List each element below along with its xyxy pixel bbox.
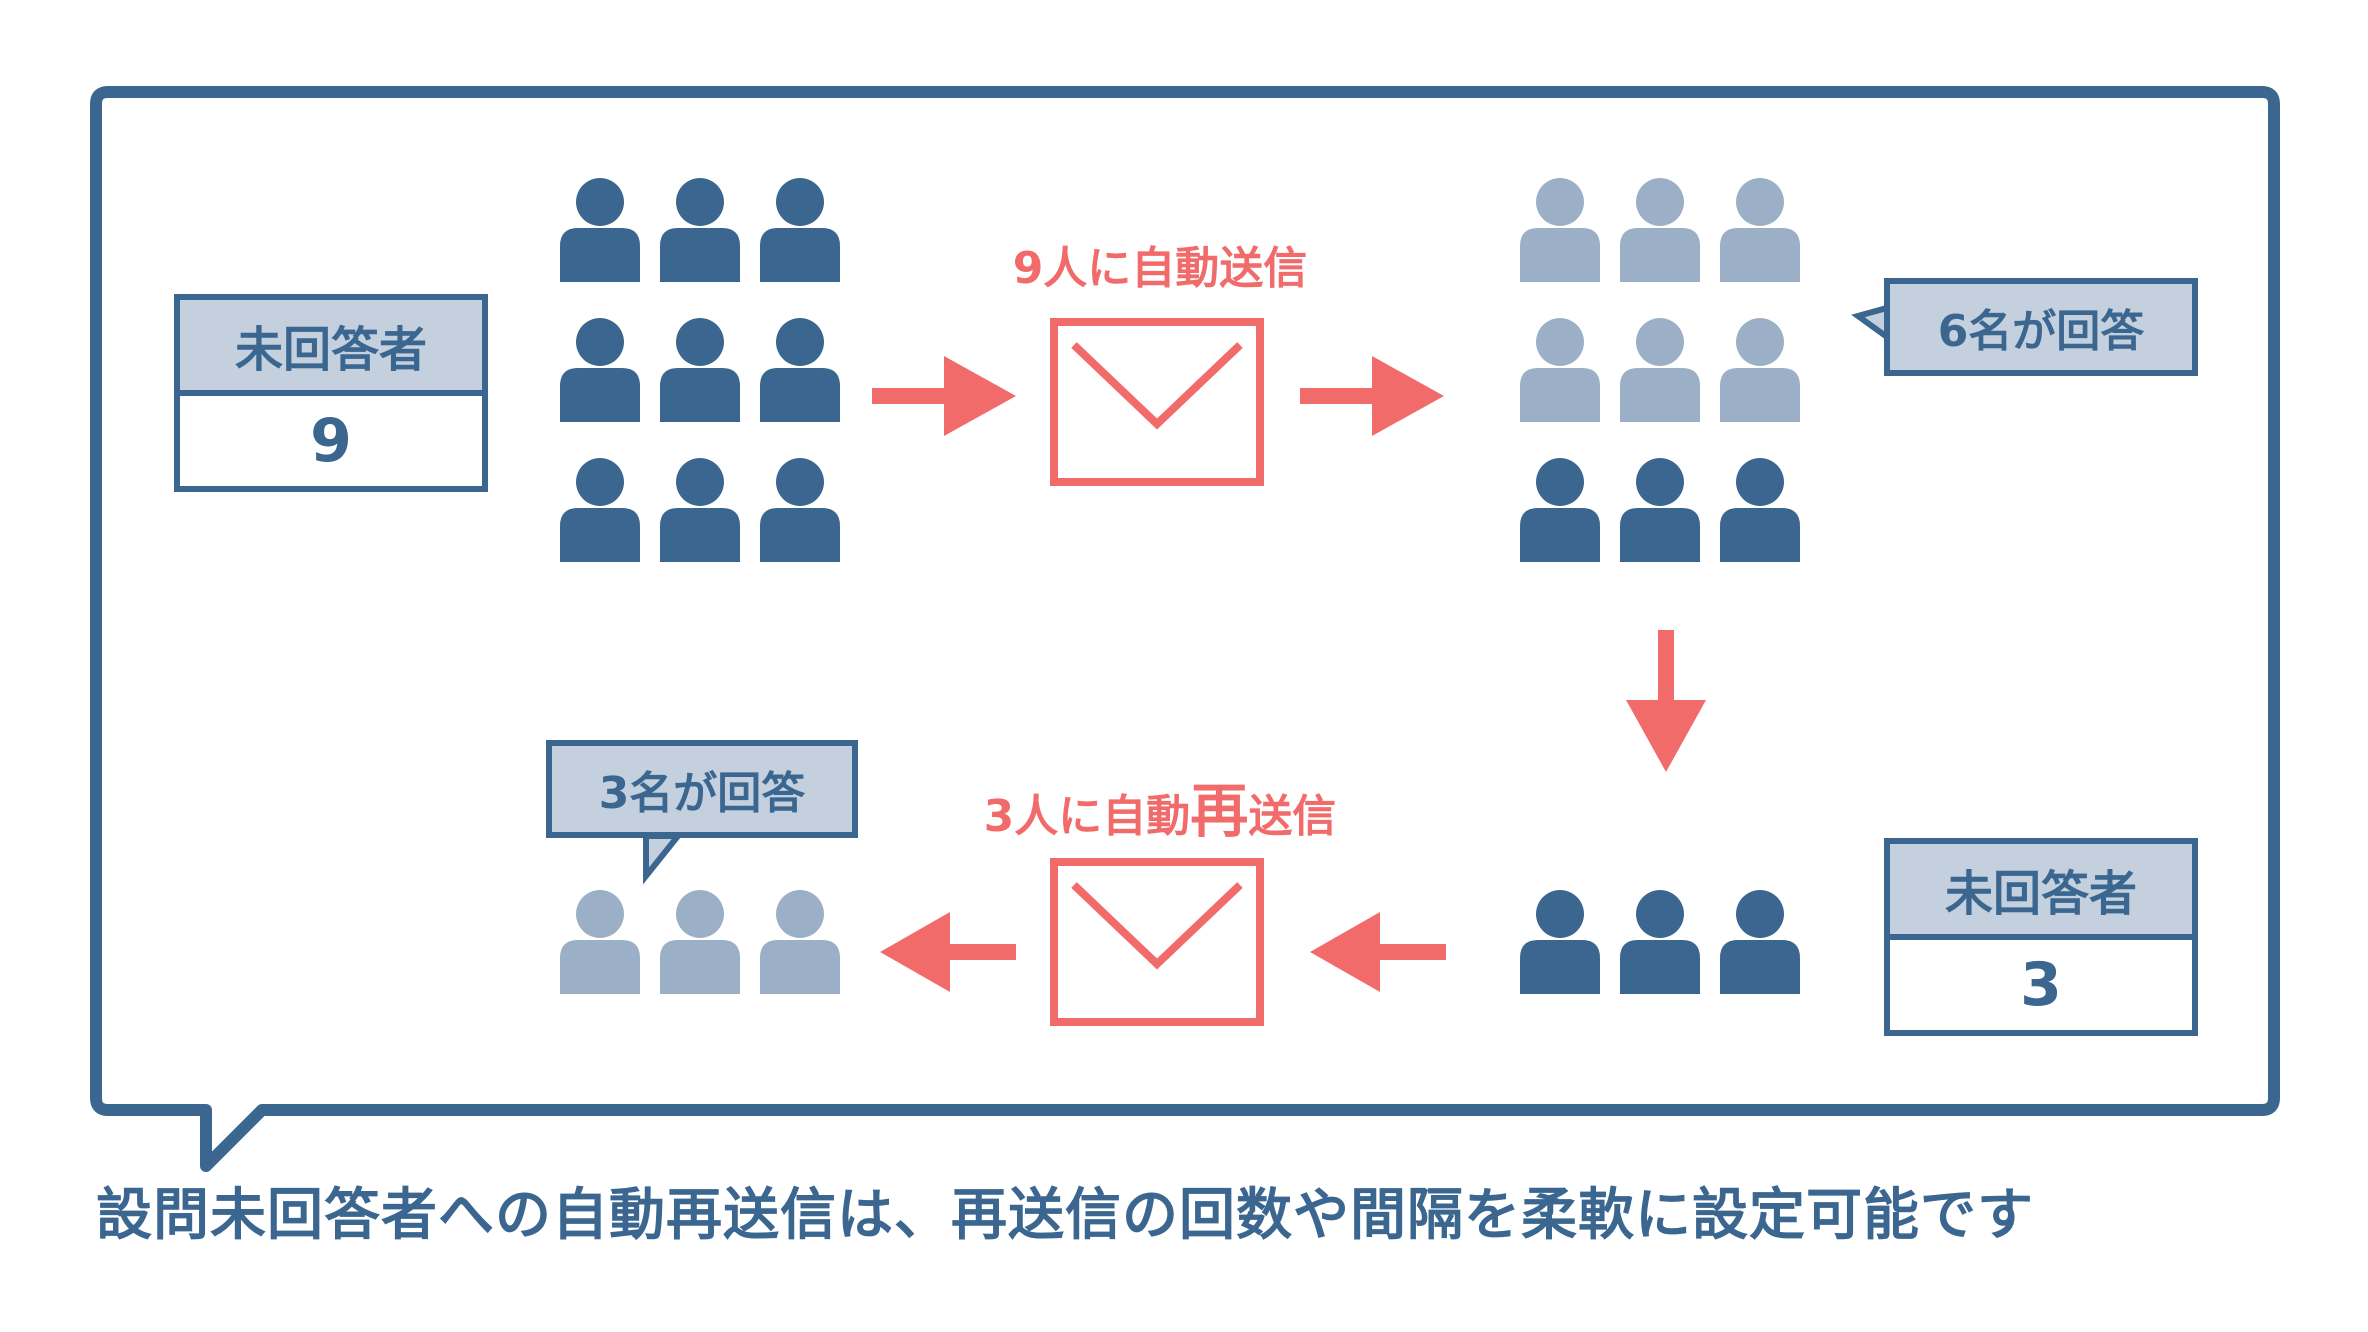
caption-text: 設問未回答者への自動再送信は、再送信の回数や間隔を柔軟に設定可能です bbox=[96, 1183, 2034, 1248]
people-row-answered-3 bbox=[560, 890, 840, 994]
arrow-right-icon bbox=[1300, 356, 1444, 436]
speech-frame bbox=[90, 86, 2280, 1172]
answered-bubble-6: 6名が回答 bbox=[1884, 278, 2198, 376]
unanswered-count-box-2: 未回答者 3 bbox=[1884, 838, 2198, 1036]
arrow-right-icon bbox=[872, 356, 1016, 436]
people-grid-unanswered-9 bbox=[560, 178, 840, 562]
auto-resend-label: 3人に自動再送信 bbox=[950, 764, 1370, 848]
envelope-icon bbox=[1050, 858, 1264, 1026]
auto-resend-label-emphasis: 再 bbox=[1190, 777, 1249, 845]
unanswered-count-box: 未回答者 9 bbox=[174, 294, 488, 492]
auto-resend-label-before: 3人に自動 bbox=[983, 791, 1191, 842]
arrow-down-icon bbox=[1626, 630, 1706, 772]
arrow-left-icon bbox=[880, 912, 1016, 992]
arrow-left-icon bbox=[1310, 912, 1446, 992]
answered-bubble-3: 3名が回答 bbox=[546, 740, 858, 838]
unanswered-value: 9 bbox=[310, 406, 352, 476]
people-row-unanswered-3 bbox=[1520, 890, 1800, 994]
auto-send-label: 9人に自動送信 bbox=[1012, 243, 1308, 294]
unanswered-header: 未回答者 bbox=[180, 300, 482, 396]
auto-resend-label-after: 送信 bbox=[1248, 791, 1337, 842]
unanswered-value: 3 bbox=[2020, 950, 2062, 1020]
unanswered-header: 未回答者 bbox=[1890, 844, 2192, 940]
envelope-icon bbox=[1050, 318, 1264, 486]
people-grid-after-first-send bbox=[1520, 178, 1800, 562]
